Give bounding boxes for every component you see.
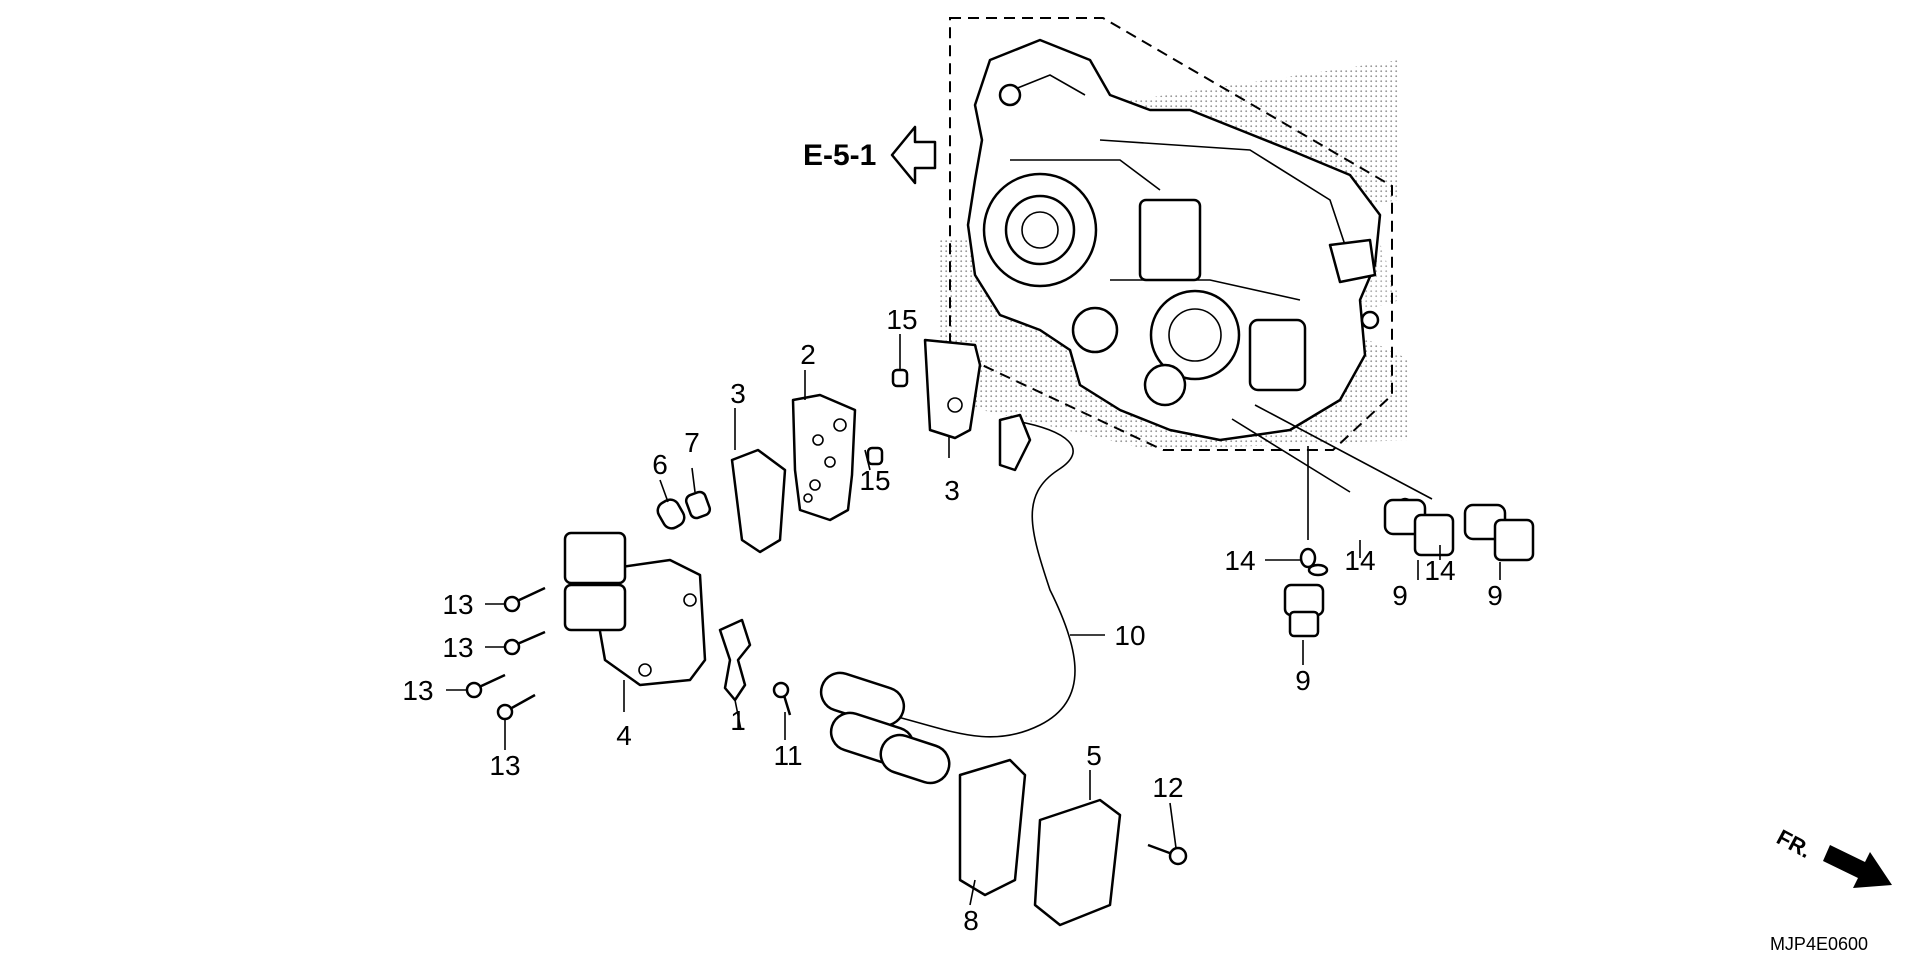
callout-part-8[interactable]: 8 bbox=[963, 905, 979, 936]
callout-part-13-c[interactable]: 13 bbox=[402, 675, 433, 706]
callout-part-15-bottom[interactable]: 15 bbox=[859, 465, 890, 496]
callout-part-14-c[interactable]: 14 bbox=[1424, 555, 1455, 586]
part-14-washer-left bbox=[1299, 547, 1317, 569]
part-10-solenoids bbox=[819, 671, 951, 785]
part-13-bolt-4 bbox=[496, 693, 536, 721]
part-5-cover bbox=[1033, 798, 1122, 927]
callout-part-12[interactable]: 12 bbox=[1152, 772, 1183, 803]
callout-part-14-a[interactable]: 14 bbox=[1224, 545, 1255, 576]
callout-part-11[interactable]: 11 bbox=[773, 740, 802, 771]
callout-part-6[interactable]: 6 bbox=[652, 449, 668, 480]
part-10-wire-connector bbox=[998, 413, 1032, 472]
part-12-bolt bbox=[1147, 843, 1188, 866]
part-11-bolt bbox=[772, 681, 792, 716]
reference-label[interactable]: E-5-1 bbox=[803, 139, 876, 172]
part-6-seal bbox=[656, 498, 686, 530]
front-label: FR. bbox=[1773, 824, 1816, 863]
callout-part-1[interactable]: 1 bbox=[730, 705, 746, 736]
reference-arrow bbox=[890, 125, 937, 185]
part-13-bolt-2 bbox=[503, 630, 546, 656]
part-14-washer-bottom bbox=[1307, 563, 1329, 577]
callout-part-9-left[interactable]: 9 bbox=[1392, 580, 1408, 611]
callout-part-13-d[interactable]: 13 bbox=[489, 750, 520, 781]
callout-part-13-b[interactable]: 13 bbox=[442, 632, 473, 663]
part-9-switch-left bbox=[1383, 498, 1455, 557]
callout-part-3-left[interactable]: 3 bbox=[730, 378, 746, 409]
callout-part-9-right[interactable]: 9 bbox=[1487, 580, 1503, 611]
callout-part-14-b[interactable]: 14 bbox=[1344, 545, 1375, 576]
engine-crankcase bbox=[966, 38, 1382, 442]
part-9-switch-right bbox=[1463, 503, 1535, 562]
callout-part-7[interactable]: 7 bbox=[684, 427, 700, 458]
part-13-bolt-3 bbox=[465, 673, 506, 699]
callout-part-15-top[interactable]: 15 bbox=[886, 304, 917, 335]
part-15-dowel-bottom bbox=[866, 446, 884, 466]
callout-part-3-right[interactable]: 3 bbox=[944, 475, 960, 506]
part-2-plate bbox=[791, 393, 857, 522]
part-7-seal bbox=[684, 490, 712, 520]
part-4-cover bbox=[563, 531, 707, 687]
part-3-gasket-left bbox=[730, 448, 787, 554]
callout-part-5[interactable]: 5 bbox=[1086, 740, 1102, 771]
part-15-dowel-top bbox=[891, 368, 909, 388]
part-13-bolt-1 bbox=[503, 586, 546, 613]
part-9-switch-bottom bbox=[1283, 583, 1325, 638]
leader-lines bbox=[446, 334, 1501, 906]
callout-part-2[interactable]: 2 bbox=[800, 339, 816, 370]
callout-part-10[interactable]: 10 bbox=[1114, 620, 1145, 651]
diagram-code: MJP4E0600 bbox=[1770, 934, 1868, 954]
front-arrow-icon bbox=[1823, 845, 1892, 888]
part-8-gasket bbox=[958, 758, 1027, 897]
part-3-gasket-right bbox=[923, 338, 982, 440]
assembly-boundary bbox=[949, 17, 1393, 451]
callout-part-4[interactable]: 4 bbox=[616, 720, 632, 751]
part-1-bracket bbox=[718, 618, 752, 702]
callout-part-13-a[interactable]: 13 bbox=[442, 589, 473, 620]
front-direction-indicator: FR. bbox=[1773, 824, 1892, 888]
callout-part-9-bottom[interactable]: 9 bbox=[1295, 665, 1311, 696]
part-10-wire-harness bbox=[889, 419, 1076, 738]
